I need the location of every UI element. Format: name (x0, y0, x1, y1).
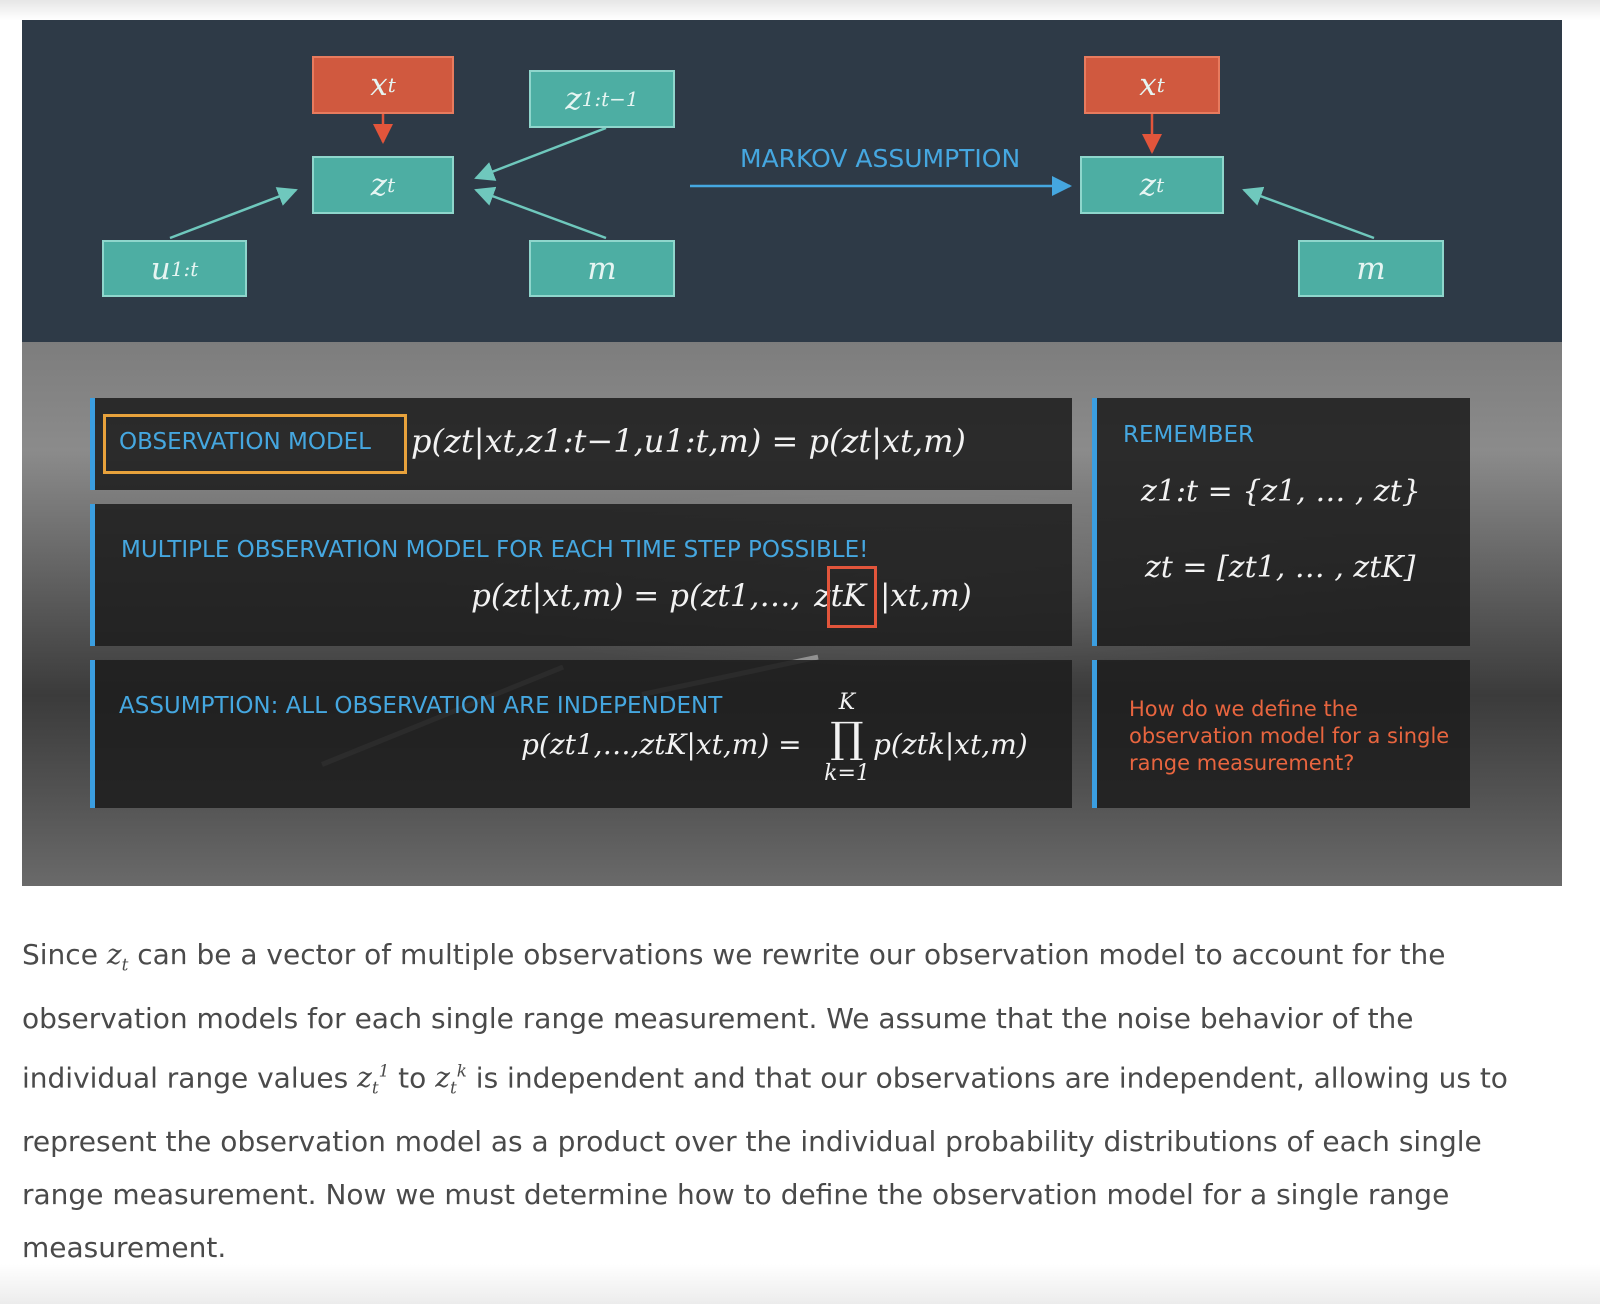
question-text: How do we define the observation model f… (1129, 697, 1450, 775)
observation-model-highlight (103, 414, 407, 474)
product-operator: K ∏ k=1 (815, 690, 879, 786)
assumption-formula-right: p(ztk|xt,m) (873, 728, 1028, 761)
observation-model-label: OBSERVATION MODEL (119, 429, 372, 455)
multiple-observation-title: MULTIPLE OBSERVATION MODEL FOR EACH TIME… (121, 537, 869, 563)
product-symbol: ∏ (830, 713, 864, 762)
bottom-shade (0, 1264, 1600, 1304)
observation-model-box: OBSERVATION MODEL p(zt|xt,z1:t−1,u1:t,m)… (90, 398, 1072, 490)
math-zt1: zt1 (357, 1060, 390, 1098)
markov-assumption-label: MARKOV ASSUMPTION (740, 144, 1021, 173)
arrow-u-to-zt (169, 187, 298, 240)
arrow-zprev-to-zt (474, 126, 607, 181)
multiple-observation-box: MULTIPLE OBSERVATION MODEL FOR EACH TIME… (90, 504, 1072, 646)
math-zt: zt (106, 938, 129, 975)
assumption-title: ASSUMPTION: ALL OBSERVATION ARE INDEPEND… (119, 693, 723, 719)
observation-model-formula: p(zt|xt,z1:t−1,u1:t,m) = p(zt|xt,m) (411, 422, 966, 460)
remember-line-2: zt = [zt1, … , ztK] (1145, 550, 1416, 585)
question-box: How do we define the observation model f… (1092, 660, 1470, 808)
product-upper-limit: K (838, 690, 856, 715)
arrow-m-to-zt-right (1242, 186, 1375, 240)
assumption-formula-left: p(zt1,…,ztK|xt,m) = (521, 728, 802, 761)
node-m-right: m (1298, 240, 1444, 297)
node-m-left: m (529, 240, 675, 297)
product-lower-limit: k=1 (824, 761, 870, 786)
remember-line-1: z1:t = {z1, … , zt} (1141, 474, 1421, 509)
diagram-arrows (169, 114, 1375, 240)
explanation-paragraph: Since zt can be a vector of multiple obs… (22, 938, 1508, 1264)
top-shade (0, 0, 1600, 20)
assumption-box: ASSUMPTION: ALL OBSERVATION ARE INDEPEND… (90, 660, 1072, 808)
remember-title: REMEMBER (1123, 422, 1255, 448)
remember-box: REMEMBER z1:t = {z1, … , zt} zt = [zt1, … (1092, 398, 1470, 646)
zt-k-term: ztK (814, 578, 867, 614)
k-highlight-box (827, 566, 877, 628)
multiple-observation-formula: p(zt|xt,m) = p(zt1,…, ztK |xt,m) (471, 578, 972, 614)
arrow-m-to-zt (474, 186, 607, 240)
math-ztk: ztk (435, 1060, 467, 1098)
